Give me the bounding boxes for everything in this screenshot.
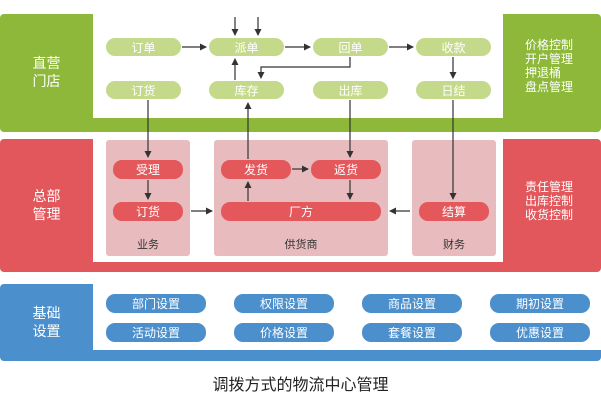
supplier-panel-label: 供货商	[284, 238, 318, 251]
setting-package[interactable]: 套餐设置	[362, 323, 462, 342]
basic-band-label: 基础 设置	[32, 305, 61, 340]
store-side-item: 价格控制	[525, 38, 574, 52]
setting-price[interactable]: 价格设置	[234, 323, 334, 342]
node-outbound[interactable]: 出库	[313, 81, 388, 99]
node-accept[interactable]: 受理	[113, 160, 183, 179]
node-daily-close[interactable]: 日结	[416, 81, 491, 99]
setting-permission[interactable]: 权限设置	[234, 294, 334, 313]
supplier-panel: 供货商	[214, 140, 388, 256]
store-side-list: 价格控制 开户管理 押退桶 盘点管理	[503, 14, 601, 118]
store-inner-panel	[93, 14, 503, 118]
node-payment[interactable]: 收款	[416, 38, 491, 56]
hq-side-item: 出库控制	[525, 193, 574, 208]
setting-department[interactable]: 部门设置	[106, 294, 206, 313]
business-panel-label: 业务	[137, 238, 159, 251]
setting-discount[interactable]: 优惠设置	[490, 323, 590, 342]
node-order[interactable]: 订单	[106, 38, 181, 56]
node-dispatch[interactable]: 派单	[209, 38, 284, 56]
hq-band-label: 总部 管理	[32, 188, 61, 223]
node-settlement[interactable]: 结算	[419, 202, 489, 221]
store-side-item: 盘点管理	[525, 80, 574, 94]
hq-side-item: 责任管理	[525, 179, 574, 194]
store-side-item: 开户管理	[525, 52, 574, 66]
node-manufacturer[interactable]: 厂方	[221, 202, 381, 221]
hq-side-list: 责任管理 出库控制 收货控制	[503, 139, 601, 262]
setting-opening[interactable]: 期初设置	[490, 294, 590, 313]
setting-activity[interactable]: 活动设置	[106, 323, 206, 342]
node-ship[interactable]: 发货	[221, 160, 291, 179]
store-band-label: 直营 门店	[32, 56, 61, 90]
node-hq-purchase[interactable]: 订货	[113, 202, 183, 221]
hq-side-item: 收货控制	[525, 207, 574, 222]
setting-product[interactable]: 商品设置	[362, 294, 462, 313]
node-return-goods[interactable]: 返货	[311, 160, 381, 179]
node-return-slip[interactable]: 回单	[313, 38, 388, 56]
node-inventory[interactable]: 库存	[209, 81, 284, 99]
store-side-item: 押退桶	[525, 66, 562, 80]
arrow-returnslip-inventory	[257, 57, 351, 79]
node-store-purchase[interactable]: 订货	[106, 81, 181, 99]
diagram-caption: 调拨方式的物流中心管理	[212, 375, 389, 394]
finance-panel-label: 财务	[443, 238, 465, 251]
